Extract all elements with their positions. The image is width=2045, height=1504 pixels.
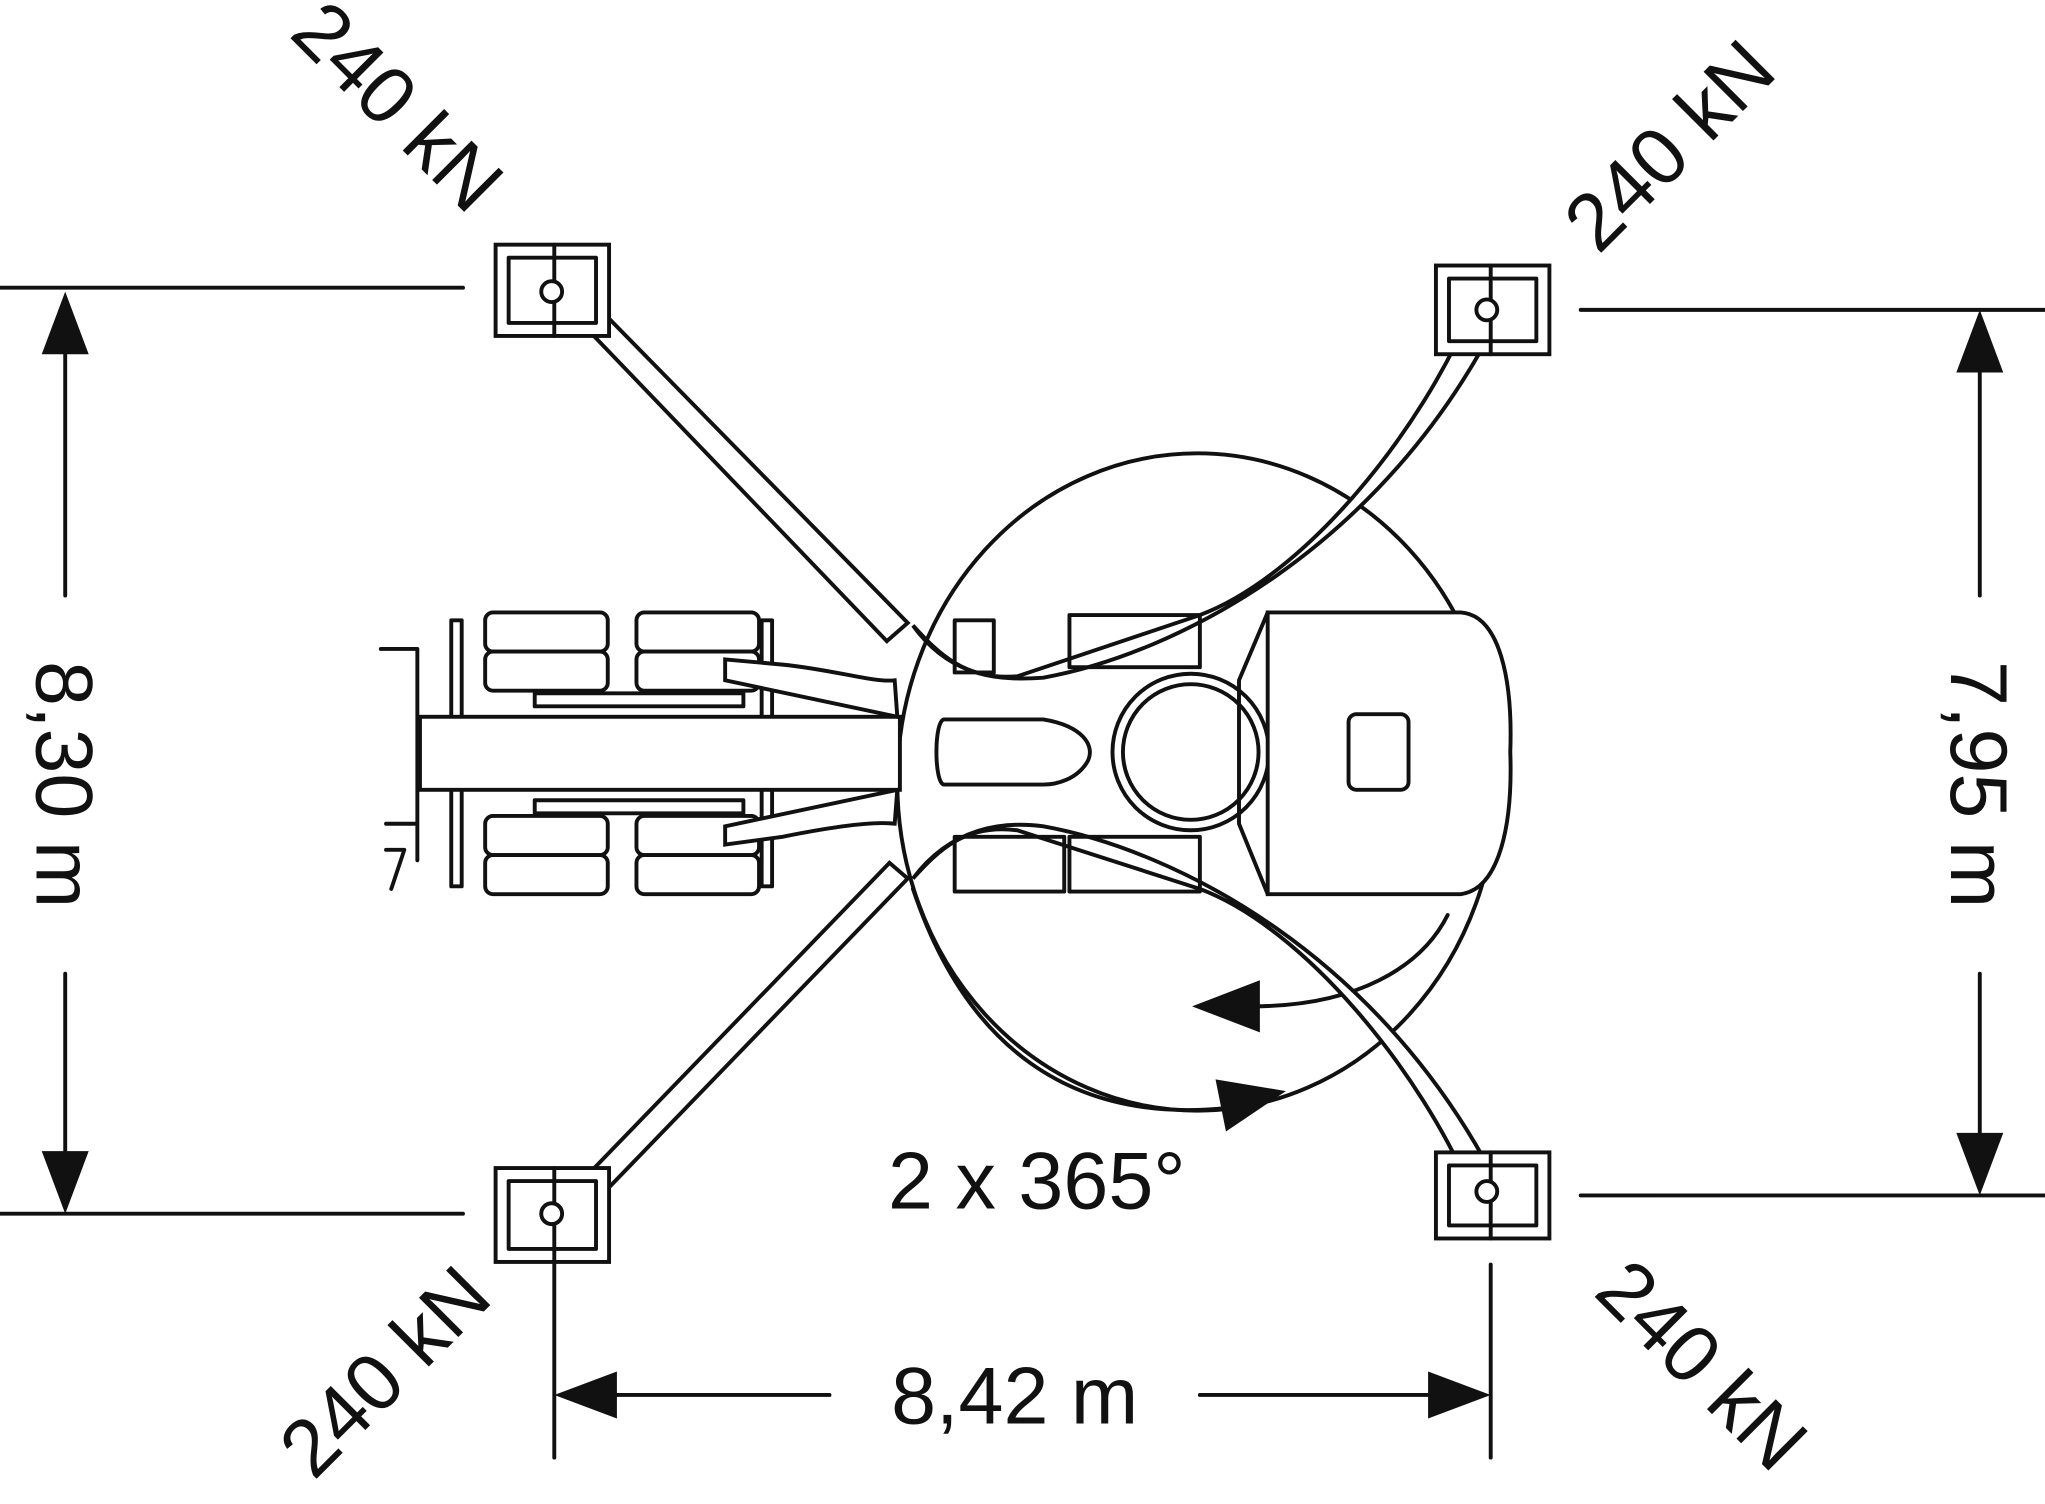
right-height-dimension: 7,95 m — [1933, 661, 2023, 908]
load-label-bottom-left: 240 kN — [263, 1250, 508, 1495]
slew-label: 2 x 365° — [888, 1136, 1186, 1226]
outrigger-pad-top-right — [1433, 263, 1552, 357]
left-height-dimension: 8,30 m — [19, 661, 109, 908]
load-label-bottom-right: 240 kN — [1579, 1243, 1824, 1488]
carrier-chassis — [378, 610, 902, 897]
outrigger-pad-bottom-right — [1433, 1150, 1552, 1241]
outrigger-pad-bottom-left — [493, 1166, 612, 1264]
outrigger-arms — [539, 266, 1503, 1238]
load-label-top-right: 240 kN — [1547, 24, 1792, 269]
outrigger-pad-top-left — [493, 242, 612, 338]
superstructure — [934, 610, 1513, 897]
load-label-top-left: 240 kN — [275, 0, 520, 229]
bottom-width-dimension: 8,42 m — [891, 1352, 1138, 1442]
dimension-lines — [0, 285, 2045, 1460]
